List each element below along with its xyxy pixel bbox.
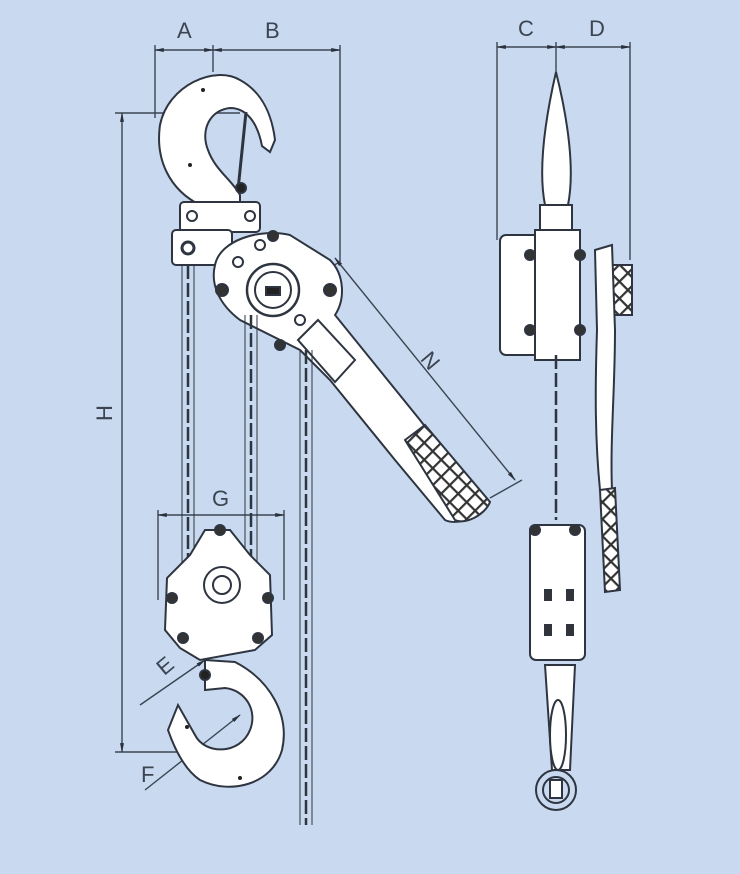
front-view: [158, 74, 492, 825]
dimension-label-g: G: [212, 486, 230, 511]
top-hook: [158, 74, 277, 206]
dimension-lines-side: [496, 42, 631, 260]
dimension-label-h: H: [91, 405, 117, 421]
side-lever: [593, 243, 617, 491]
dimension-label-b: B: [265, 18, 280, 43]
lever-grip: [403, 423, 492, 523]
side-top-hook: [541, 71, 572, 206]
chain-left: [181, 265, 195, 590]
dimension-label-f: F: [141, 762, 155, 787]
side-lever-grip: [598, 486, 622, 594]
side-view: [499, 71, 633, 811]
chain-middle: [244, 315, 258, 590]
dimension-label-c: C: [518, 16, 534, 41]
chain-slack: [299, 350, 313, 825]
dimension-label-a: A: [177, 18, 192, 43]
dimension-label-d: D: [589, 16, 605, 41]
bottom-hook: [166, 658, 285, 788]
